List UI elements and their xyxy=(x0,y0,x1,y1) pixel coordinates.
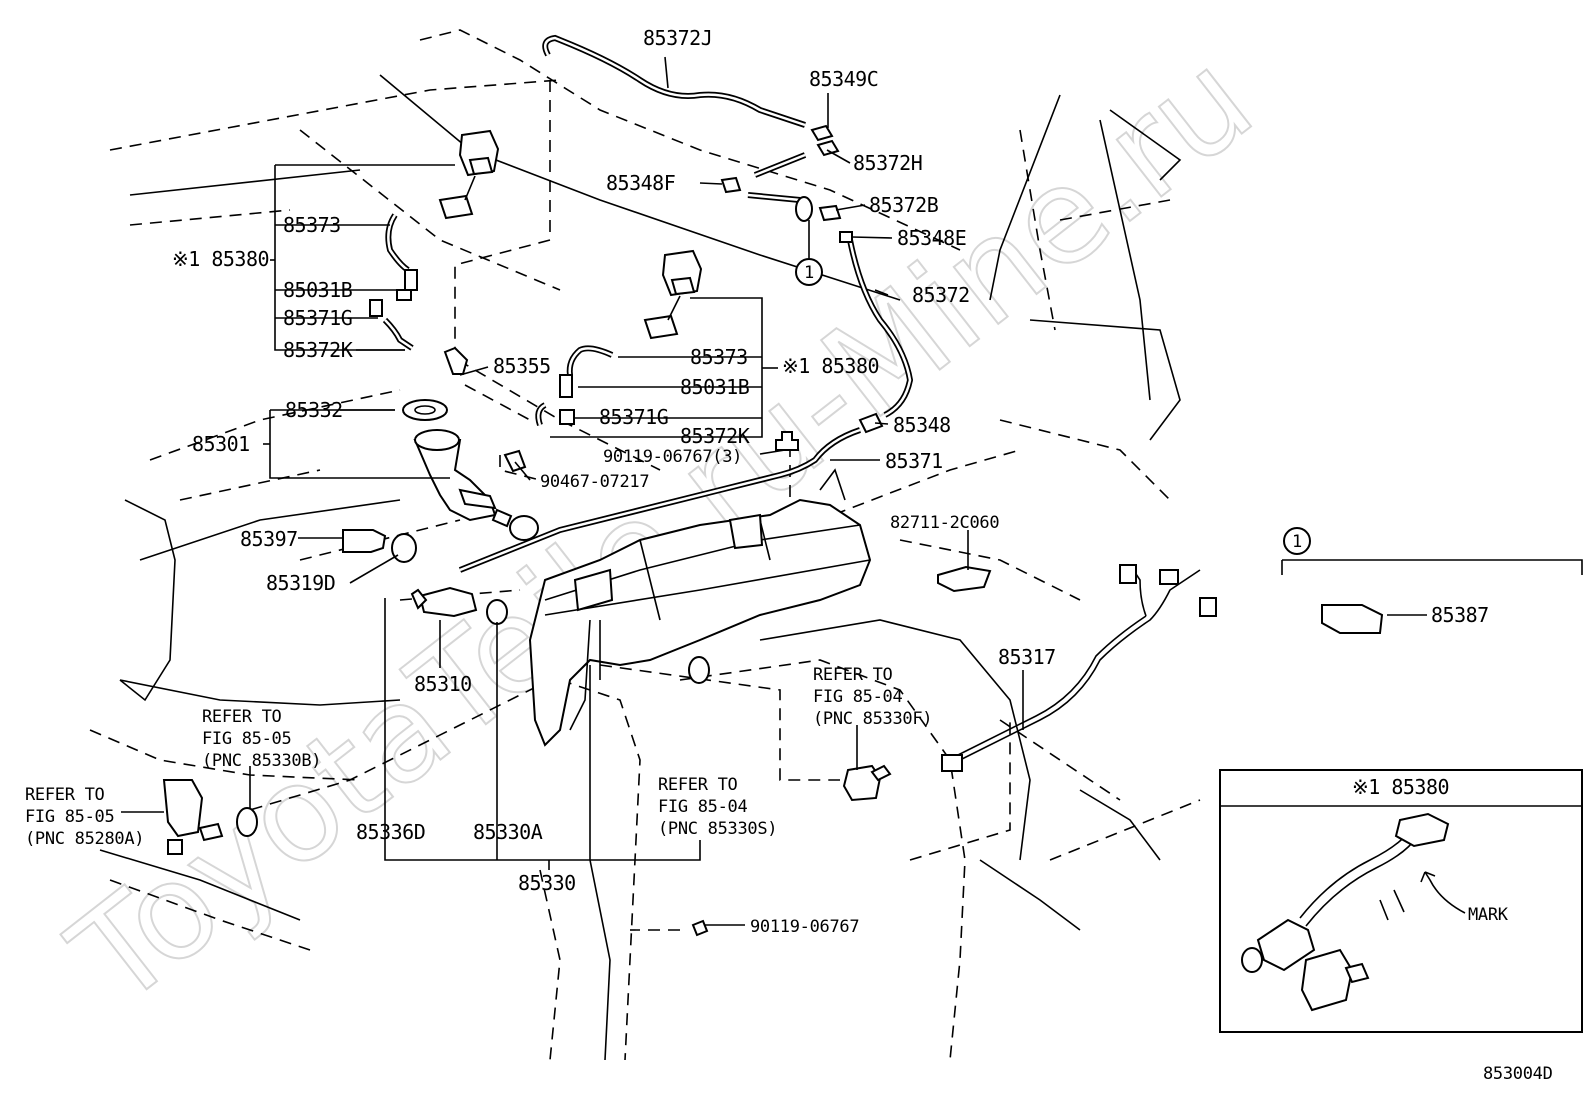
label-85373-center: 85373 xyxy=(690,345,748,369)
label-85371G-center: 85371G xyxy=(599,405,668,429)
diagram-text: REFER TO xyxy=(202,707,282,727)
diagram-text: REFER TO xyxy=(25,785,105,805)
part-labels: 85372J 85349C 85372H 85348F 85372B 85348… xyxy=(172,26,1489,937)
washer-reservoir-tank xyxy=(528,468,872,747)
label-85372K-left: 85372K xyxy=(283,338,353,362)
vehicle-body-outline xyxy=(89,29,1201,1061)
diagram-text: (PNC 85280A) xyxy=(25,829,144,849)
leader-lines xyxy=(121,56,1427,926)
label-85372B: 85372B xyxy=(869,193,939,217)
label-85372J: 85372J xyxy=(643,26,712,50)
label-85380-center: ※1 85380 xyxy=(782,354,879,378)
label-85348: 85348 xyxy=(893,413,951,437)
label-brackets xyxy=(263,164,1583,870)
label-85348F: 85348F xyxy=(606,171,675,195)
reference-note-85330S: REFER TO FIG 85-04 (PNC 85330S) xyxy=(658,775,778,839)
diagram-text: (PNC 85330B) xyxy=(202,751,321,771)
diagram-text: REFER TO xyxy=(813,665,893,685)
label-85371G-left: 85371G xyxy=(283,306,352,330)
washer-harness xyxy=(941,564,1217,772)
label-85387: 85387 xyxy=(1431,603,1489,627)
diagram-text: FIG 85-05 xyxy=(202,729,291,749)
label-85336D: 85336D xyxy=(356,820,425,844)
label-90119-06767-3: 90119-06767(3) xyxy=(603,447,742,467)
diagram-text: FIG 85-04 xyxy=(813,687,902,707)
label-85319D: 85319D xyxy=(266,571,335,595)
diagram-text: 1 xyxy=(804,263,814,283)
diagram-text: (PNC 85330S) xyxy=(658,819,777,839)
label-85031B-center: 85031B xyxy=(680,375,750,399)
callout-circle-1-legend: 1 xyxy=(1283,527,1311,555)
label-85372: 85372 xyxy=(912,283,970,307)
nozzle-assembly-center xyxy=(559,249,703,425)
reference-note-85330F: REFER TO FIG 85-04 (PNC 85330F) xyxy=(813,665,933,729)
diagram-text: FIG 85-05 xyxy=(25,807,114,827)
label-85332: 85332 xyxy=(285,398,343,422)
label-85372K-center: 85372K xyxy=(680,424,750,448)
label-90119-06767: 90119-06767 xyxy=(750,917,859,937)
mark-label: MARK xyxy=(1468,905,1509,925)
diagram-text: REFER TO xyxy=(658,775,738,795)
detail-inset-85380: ※1 85380 MARK xyxy=(1219,769,1583,1033)
reference-note-85330B: REFER TO FIG 85-05 (PNC 85330B) xyxy=(202,707,322,771)
label-85373-left: 85373 xyxy=(283,213,341,237)
label-85031B-left: 85031B xyxy=(283,278,353,302)
label-82711-2C060: 82711-2C060 xyxy=(890,513,999,533)
figure-code: 853004D xyxy=(1483,1064,1553,1084)
label-90467-07217: 90467-07217 xyxy=(540,472,649,492)
callout-circle-1: 1 xyxy=(795,258,823,286)
label-85310: 85310 xyxy=(414,672,472,696)
label-85330A: 85330A xyxy=(473,820,543,844)
label-85301: 85301 xyxy=(192,432,250,456)
label-85330: 85330 xyxy=(518,871,576,895)
nozzle-assembly-left xyxy=(369,129,500,375)
label-85349C: 85349C xyxy=(809,67,878,91)
washer-reservoir-inlet xyxy=(402,399,527,528)
label-85348E: 85348E xyxy=(897,226,966,250)
label-85380-left: ※1 85380 xyxy=(172,247,269,271)
label-85355: 85355 xyxy=(493,354,551,378)
label-85372H: 85372H xyxy=(853,151,922,175)
reference-note-85280A: REFER TO FIG 85-05 (PNC 85280A) xyxy=(25,785,145,849)
diagram-text: FIG 85-04 xyxy=(658,797,747,817)
diagram-text: (PNC 85330F) xyxy=(813,709,932,729)
detail-title: ※1 85380 xyxy=(1352,775,1449,799)
diagram-text: 1 xyxy=(1292,532,1302,552)
label-85397: 85397 xyxy=(240,527,298,551)
washer-hoses xyxy=(382,34,914,573)
label-85371: 85371 xyxy=(885,449,943,473)
label-85317: 85317 xyxy=(998,645,1056,669)
